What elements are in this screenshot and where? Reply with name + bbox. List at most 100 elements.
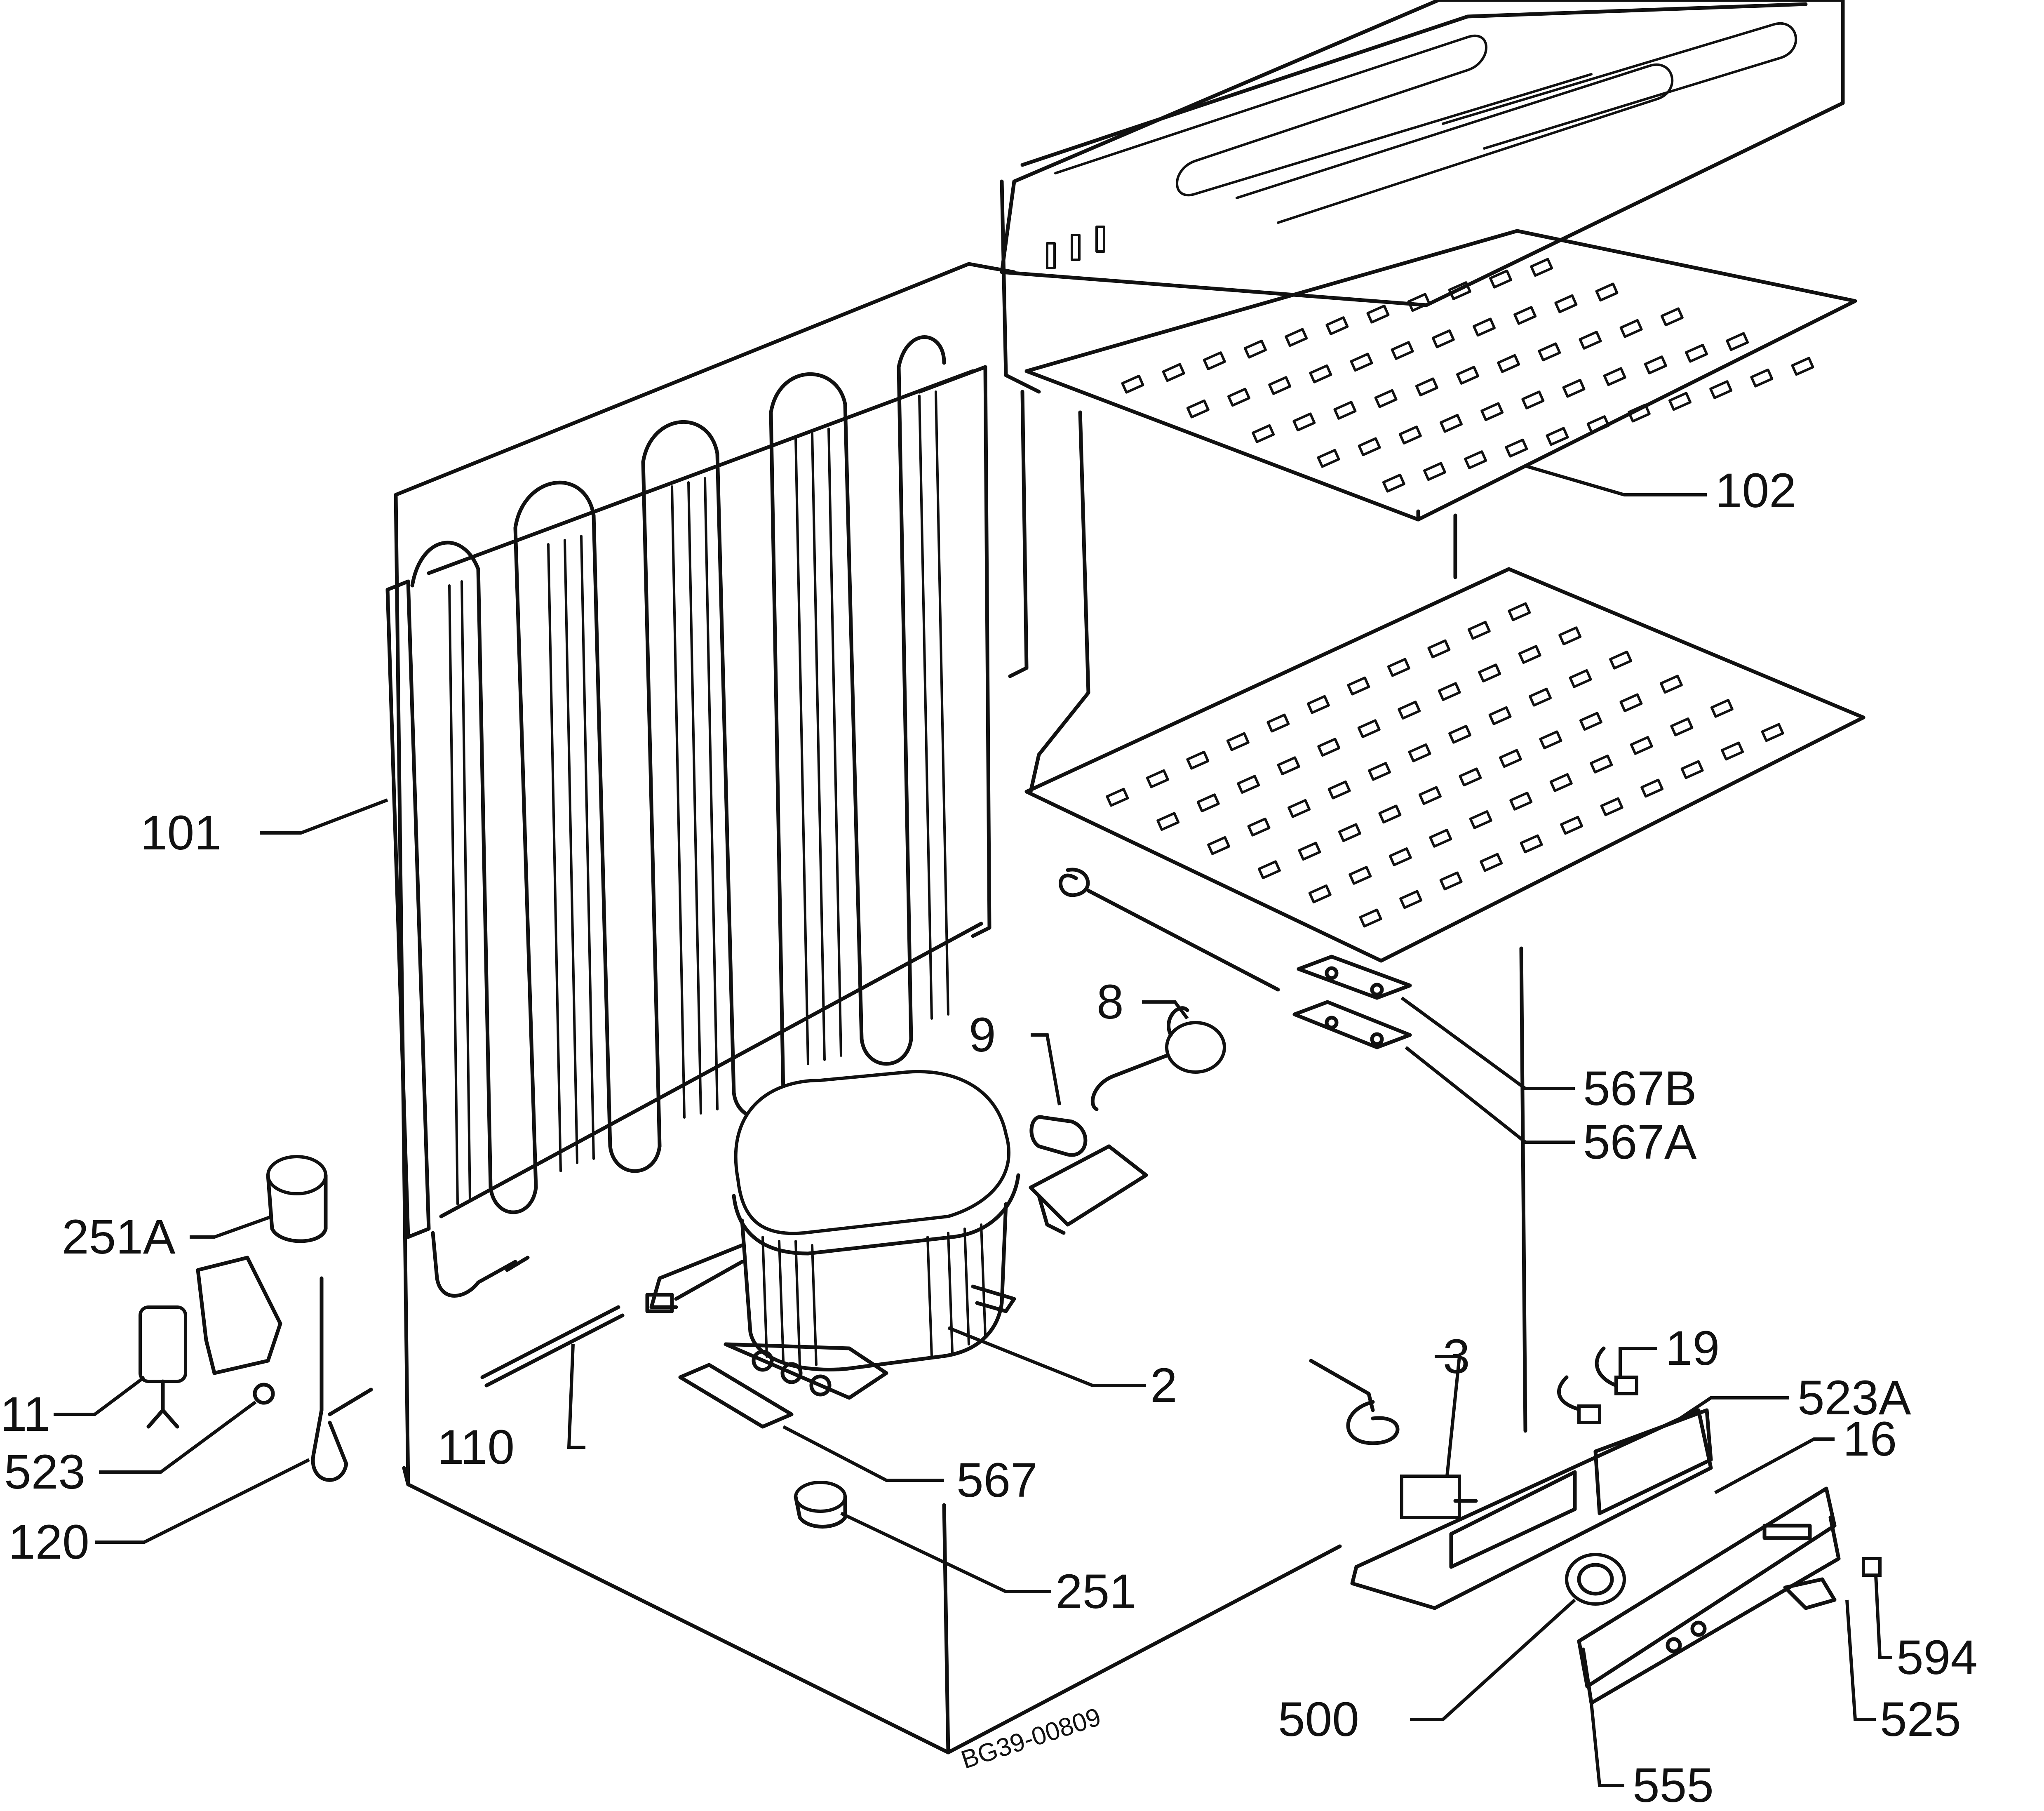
label-8: 8: [1097, 975, 1124, 1029]
shelf-slot: [1347, 676, 1370, 696]
label-2: 2: [1150, 1358, 1177, 1413]
shelf-slot: [1467, 621, 1491, 640]
shelf-slot: [1317, 449, 1340, 468]
shelf-slot: [1308, 884, 1332, 903]
shelf-slot: [1619, 319, 1643, 338]
shelf-slot: [1670, 717, 1694, 736]
shelf-slot: [1357, 719, 1381, 739]
shelf-slot: [1609, 650, 1633, 670]
shelf-slot: [1186, 399, 1210, 419]
cabinet-outline: [394, 262, 1342, 1755]
shelf-slot: [1389, 847, 1412, 866]
shelf-slot: [1520, 834, 1543, 854]
label-567: 567: [956, 1453, 1038, 1508]
shelf-slot: [1513, 306, 1537, 325]
label-251: 251: [1055, 1564, 1137, 1619]
shelf-slot: [1489, 269, 1512, 289]
control-panel-part-16: [1577, 1486, 1837, 1689]
label-120: 120: [8, 1515, 89, 1569]
shelf-slot: [1285, 328, 1308, 347]
shelf-slot: [1518, 645, 1541, 664]
shelf-slot: [1427, 639, 1451, 659]
shelf-slot: [1350, 353, 1373, 372]
shelf-slot: [1595, 282, 1619, 302]
shelf-slot: [1668, 392, 1692, 411]
shelf-slot: [1709, 380, 1733, 399]
control-housing-part-523A: [1350, 1408, 1713, 1610]
shelf-slot: [1121, 374, 1144, 394]
label-523A: 523A: [1797, 1371, 1911, 1425]
shelf-slot: [1327, 780, 1351, 800]
button-part-525: [1783, 1577, 1837, 1610]
shelf-slot: [1546, 427, 1569, 446]
shelf-slot: [1726, 332, 1749, 351]
shelf-slot: [1333, 401, 1357, 420]
shelf-slot: [1408, 743, 1431, 762]
shelf-slot: [1162, 363, 1185, 382]
shelf-slot: [1252, 424, 1275, 443]
grommet-part-251A: [266, 1155, 328, 1243]
shelf-slot: [1227, 388, 1250, 407]
shelf-slot: [1721, 741, 1744, 761]
condenser-part-101: [385, 335, 991, 1298]
shelf-slot: [1309, 364, 1332, 383]
shelf-slot: [1603, 367, 1626, 386]
shelf-slot: [1579, 712, 1602, 731]
shelf-slot: [1287, 799, 1311, 818]
shelf-slot: [1478, 663, 1501, 683]
shelf-slot: [1399, 890, 1423, 909]
knob-part-500: [1565, 1553, 1626, 1606]
shelf-slot: [1560, 816, 1584, 835]
shelf-slot: [1387, 658, 1410, 677]
shelf-slot: [1549, 773, 1573, 792]
label-523: 523: [4, 1445, 85, 1499]
shelf-slot: [1448, 281, 1471, 300]
label-500: 500: [1278, 1692, 1359, 1747]
shelf-slot: [1630, 736, 1653, 755]
shelf-slot: [1196, 793, 1220, 813]
shelf-slot: [1600, 797, 1623, 816]
shelf-slot: [1244, 339, 1267, 359]
drawing-code: BG39-00809: [958, 1703, 1104, 1774]
shelf-slot: [1359, 908, 1382, 928]
leader-lines: [54, 464, 1892, 1787]
shelf-slot: [1554, 294, 1578, 313]
plate-part-567: [678, 1363, 794, 1429]
shelf-slot: [1398, 701, 1421, 720]
shelf-slot: [1382, 473, 1405, 493]
shelf-slot: [1456, 366, 1479, 385]
shelf-slot: [1539, 730, 1562, 750]
shelf-slot: [1761, 723, 1784, 742]
shelf-slot: [1509, 791, 1533, 811]
shelf-slot: [1480, 402, 1504, 421]
shelf-slot: [1407, 293, 1431, 312]
shelf-slot: [1508, 602, 1531, 621]
label-251A: 251A: [62, 1210, 176, 1264]
shelf-slot: [1398, 426, 1422, 445]
shelf-slot: [1627, 403, 1651, 423]
label-525: 525: [1880, 1692, 1961, 1747]
shelf-slot: [1298, 842, 1321, 861]
shelf-slot: [1106, 788, 1129, 807]
label-594: 594: [1896, 1630, 1978, 1685]
shelf-slot: [1521, 390, 1545, 409]
shelf-slot: [1619, 693, 1643, 713]
grommet-part-251: [794, 1481, 847, 1529]
label-11: 11: [0, 1387, 51, 1442]
shelf-slot: [1418, 786, 1442, 805]
shelf-slot: [1497, 354, 1520, 373]
lamp-switch-part-19: [1557, 1346, 1638, 1424]
shelf-slot: [1186, 750, 1210, 770]
shelf-slot: [1378, 804, 1402, 824]
button-part-594: [1862, 1557, 1882, 1577]
shelf-slot: [1586, 415, 1610, 434]
shelf-slot: [1266, 713, 1290, 733]
label-3: 3: [1443, 1329, 1470, 1384]
fascia-part-555: [1581, 1515, 1841, 1705]
shelf-slot: [1306, 695, 1330, 714]
shelf-slot: [1438, 682, 1461, 701]
shelf-slot: [1268, 376, 1292, 395]
mounting-plate-part-567B: [1297, 955, 1412, 1000]
shelf-slot: [1338, 823, 1361, 842]
